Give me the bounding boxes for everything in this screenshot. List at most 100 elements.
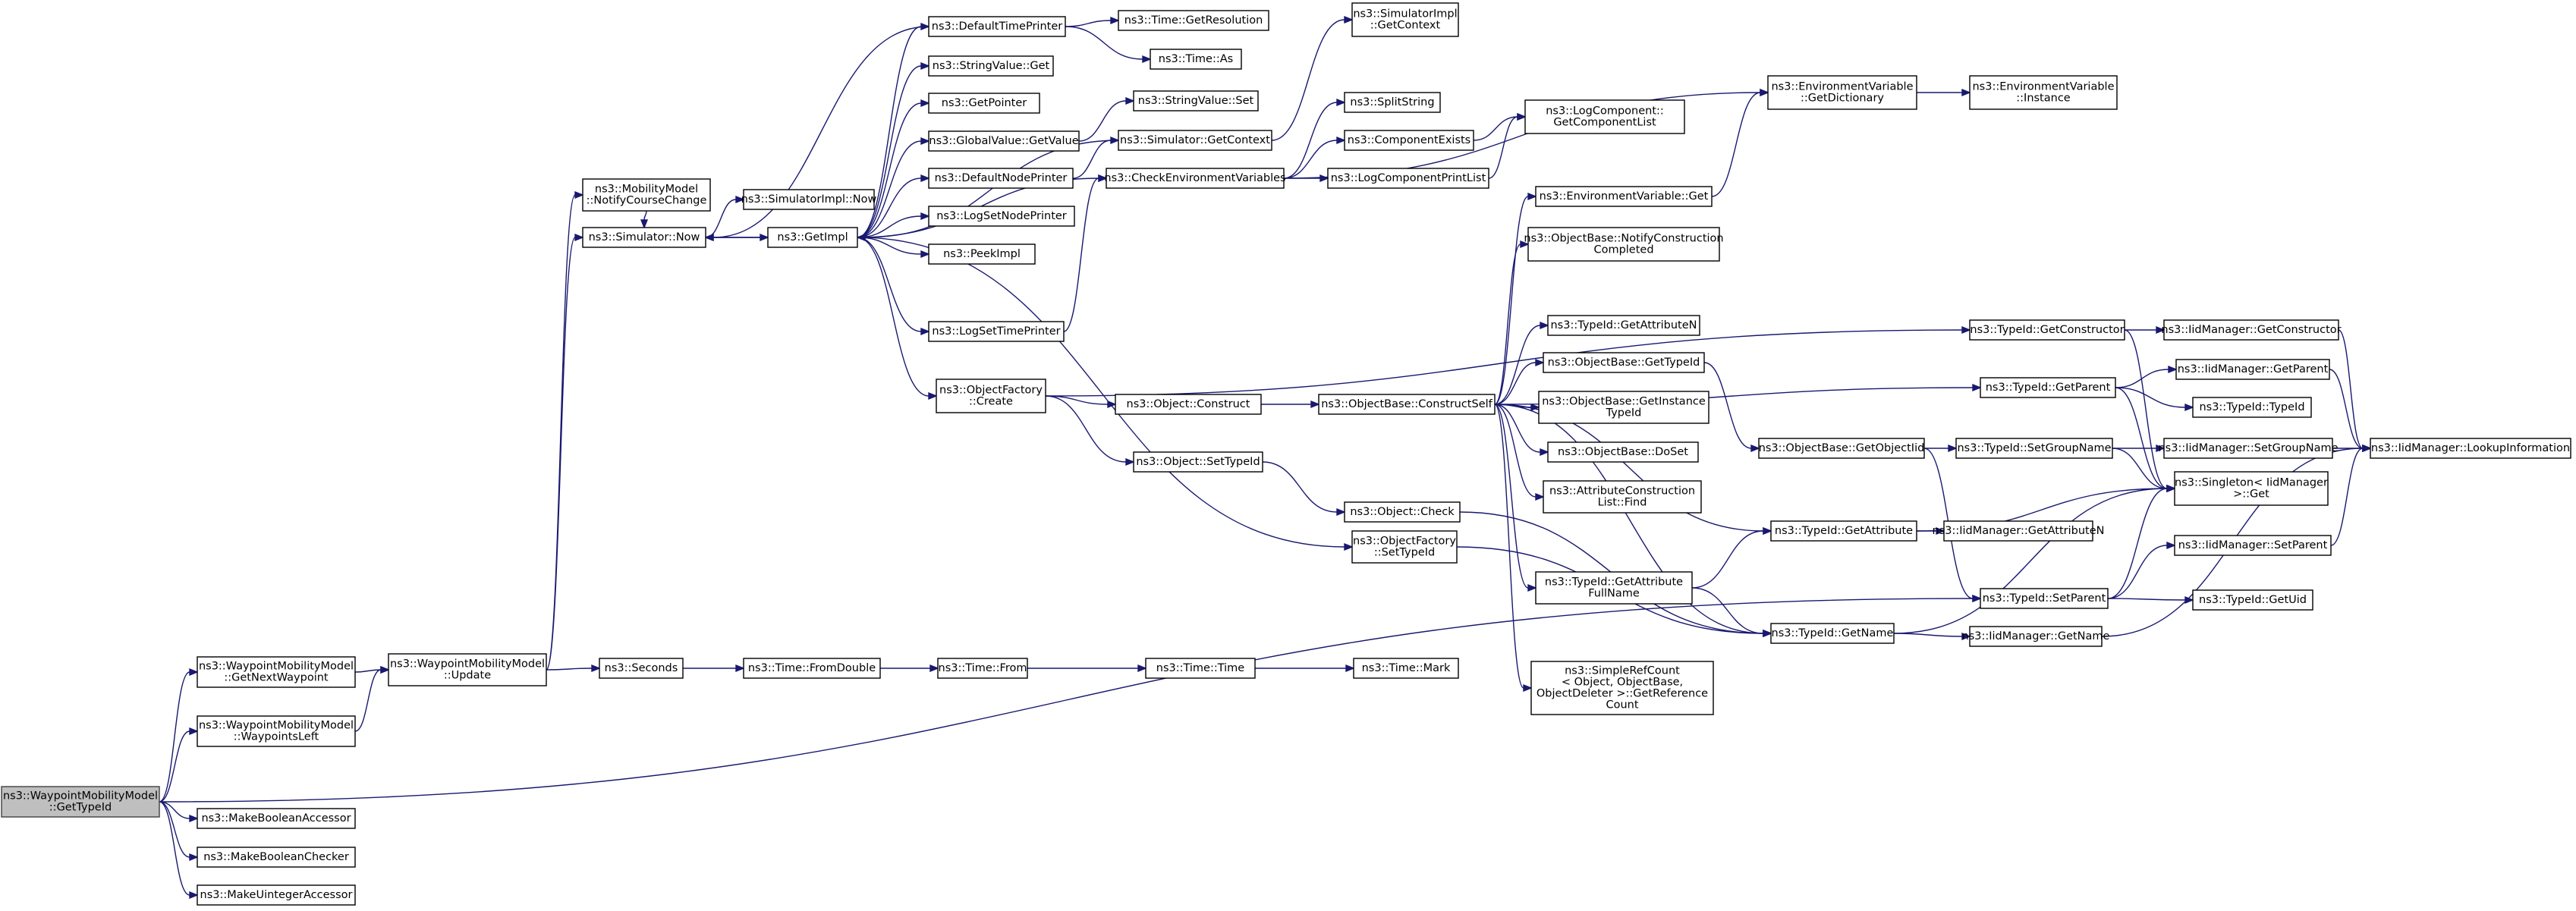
node-box	[2192, 397, 2312, 418]
edge-line	[1893, 488, 2168, 634]
arrowhead-icon	[189, 853, 199, 862]
node-iidgetconstructor[interactable]: ns3::IidManager::GetConstructor	[2161, 319, 2342, 341]
node-label: ns3::IidManager::GetParent	[2178, 363, 2329, 375]
node-checkenv[interactable]: ns3::CheckEnvironmentVariables	[1104, 168, 1286, 189]
edge-getimpl-to-strvalget	[857, 61, 930, 238]
node-objconstruct[interactable]: ns3::Object::Construct	[1115, 394, 1262, 415]
arrowhead-icon	[574, 190, 584, 199]
node-mkuintacc[interactable]: ns3::MakeUintegerAccessor	[197, 884, 356, 906]
node-logsettp[interactable]: ns3::LogSetTimePrinter	[928, 321, 1065, 342]
node-box	[928, 168, 1074, 189]
node-update[interactable]: ns3::WaypointMobilityModel::Update	[388, 653, 547, 686]
node-compexists[interactable]: ns3::ComponentExists	[1344, 130, 1474, 151]
edge-line	[1703, 362, 1752, 449]
arrowhead-icon	[2166, 484, 2176, 493]
node-fromdouble[interactable]: ns3::Time::FromDouble	[743, 658, 881, 679]
node-wpleft[interactable]: ns3::WaypointMobilityModel::WaypointsLef…	[197, 715, 356, 747]
node-getnextwp[interactable]: ns3::WaypointMobilityModel::GetNextWaypo…	[197, 656, 356, 688]
edge-envget-to-envgetdict	[1711, 88, 1769, 197]
node-label: ns3::Simulator::GetContext	[1120, 134, 1270, 146]
node-getpointer[interactable]: ns3::GetPointer	[928, 93, 1040, 114]
node-singletonget[interactable]: ns3::Singleton< IidManager>::Get	[2174, 471, 2329, 506]
node-mkboolacc[interactable]: ns3::MakeBooleanAccessor	[197, 808, 356, 829]
node-tidgetattr[interactable]: ns3::TypeId::GetAttribute	[1770, 520, 1917, 542]
edge-line	[159, 671, 190, 803]
node-box	[197, 847, 356, 868]
node-obnotifycc[interactable]: ns3::ObjectBase::NotifyConstructionCompl…	[1524, 227, 1724, 262]
node-simplerefcount[interactable]: ns3::SimpleRefCount< Object, ObjectBase,…	[1530, 661, 1714, 715]
node-timetime[interactable]: ns3::Time::Time	[1145, 658, 1256, 679]
node-label: ns3::Singleton< IidManager	[2175, 477, 2328, 489]
node-label: ns3::EnvironmentVariable	[1972, 81, 2114, 93]
node-timefrom[interactable]: ns3::Time::From	[937, 658, 1028, 679]
node-gvgetvalue[interactable]: ns3::GlobalValue::GetValue	[928, 130, 1080, 152]
node-objcheck[interactable]: ns3::Object::Check	[1344, 501, 1461, 523]
node-simnow[interactable]: ns3::Simulator::Now	[582, 227, 706, 248]
node-label: ns3::Time::Mark	[1362, 662, 1451, 674]
arrowhead-icon	[2168, 365, 2178, 374]
node-iidsetgroupname[interactable]: ns3::IidManager::SetGroupName	[2158, 438, 2339, 459]
node-logcompgetlist[interactable]: ns3::LogComponent::GetComponentList	[1524, 99, 1685, 134]
node-iidlookup[interactable]: ns3::IidManager::LookupInformation	[2370, 438, 2571, 459]
node-simgetctx[interactable]: ns3::Simulator::GetContext	[1118, 130, 1272, 151]
node-iidgetattrn[interactable]: ns3::IidManager::GetAttributeN	[1932, 520, 2105, 542]
node-tidgetattrn[interactable]: ns3::TypeId::GetAttributeN	[1547, 315, 1700, 336]
arrowhead-icon	[1110, 16, 1120, 25]
arrowhead-icon	[189, 727, 199, 736]
node-tidgetuid[interactable]: ns3::TypeId::GetUid	[2192, 589, 2313, 611]
node-obdoset[interactable]: ns3::ObjectBase::DoSet	[1547, 441, 1699, 463]
node-notifycc[interactable]: ns3::MobilityModel::NotifyCourseChange	[582, 178, 711, 212]
node-getimpl[interactable]: ns3::GetImpl	[767, 227, 858, 248]
arrowhead-icon	[1107, 400, 1117, 409]
node-getres[interactable]: ns3::Time::GetResolution	[1118, 10, 1269, 31]
node-objfcreate[interactable]: ns3::ObjectFactory::Create	[936, 379, 1046, 413]
node-root[interactable]: ns3::WaypointMobilityModel::GetTypeId	[1, 786, 160, 818]
node-iidgetparent[interactable]: ns3::IidManager::GetParent	[2175, 359, 2330, 380]
node-logsetnp[interactable]: ns3::LogSetNodePrinter	[928, 206, 1075, 227]
node-label: ns3::WaypointMobilityModel	[199, 720, 354, 732]
node-deftp[interactable]: ns3::DefaultTimePrinter	[928, 16, 1066, 37]
node-simimplnow[interactable]: ns3::SimulatorImpl::Now	[741, 189, 877, 210]
node-mkboolchk[interactable]: ns3::MakeBooleanChecker	[197, 847, 356, 868]
node-tidgetparent[interactable]: ns3::TypeId::GetParent	[1980, 377, 2116, 398]
node-tidsetgroupname[interactable]: ns3::TypeId::SetGroupName	[1955, 438, 2113, 459]
node-defnp[interactable]: ns3::DefaultNodePrinter	[928, 168, 1074, 189]
node-obgettypeid[interactable]: ns3::ObjectBase::GetTypeId	[1543, 352, 1705, 373]
node-peekimpl[interactable]: ns3::PeekImpl	[928, 243, 1036, 265]
edge-line	[1065, 26, 1143, 60]
node-box	[1980, 377, 2116, 398]
node-objfsettypeid[interactable]: ns3::ObjectFactory::SetTypeId	[1351, 530, 1458, 564]
node-envget[interactable]: ns3::EnvironmentVariable::Get	[1535, 186, 1713, 207]
node-strvalget[interactable]: ns3::StringValue::Get	[928, 55, 1054, 77]
node-splitstring[interactable]: ns3::SplitString	[1344, 92, 1441, 113]
node-iidsetparent[interactable]: ns3::IidManager::SetParent	[2174, 535, 2332, 556]
node-envgetdict[interactable]: ns3::EnvironmentVariable::GetDictionary	[1767, 75, 1917, 110]
edge-line	[2329, 369, 2364, 449]
node-timemark[interactable]: ns3::Time::Mark	[1353, 658, 1459, 679]
edge-fromdouble-to-timefrom	[880, 664, 939, 673]
arrowhead-icon	[2184, 403, 2194, 412]
node-obgetobjtid[interactable]: ns3::ObjectBase::GetObjectIid	[1758, 438, 1925, 459]
node-objsettypeid[interactable]: ns3::Object::SetTypeId	[1133, 451, 1263, 473]
node-label: ns3::MakeBooleanChecker	[203, 851, 349, 863]
node-tidtypeid[interactable]: ns3::TypeId::TypeId	[2192, 397, 2312, 418]
node-label: GetComponentList	[1553, 117, 1656, 129]
node-simimplgetctx[interactable]: ns3::SimulatorImpl::GetContext	[1351, 2, 1459, 37]
node-tidsetparent[interactable]: ns3::TypeId::SetParent	[1980, 588, 2109, 609]
node-seconds[interactable]: ns3::Seconds	[599, 658, 684, 679]
node-box	[936, 379, 1046, 413]
edge-getimpl-to-objfcreate	[857, 237, 938, 401]
node-timeas[interactable]: ns3::Time::As	[1150, 49, 1242, 70]
node-logcompprint[interactable]: ns3::LogComponentPrintList	[1327, 168, 1489, 189]
node-tidgetconstructor[interactable]: ns3::TypeId::GetConstructor	[1969, 319, 2125, 341]
node-strvalset[interactable]: ns3::StringValue::Set	[1133, 90, 1259, 112]
node-label: ns3::ObjectBase::GetObjectIid	[1759, 442, 1925, 454]
node-tidgetname[interactable]: ns3::TypeId::GetName	[1770, 623, 1895, 644]
node-envinstance[interactable]: ns3::EnvironmentVariable::Instance	[1969, 75, 2118, 110]
arrowhead-icon	[1535, 358, 1545, 367]
node-obconstructself[interactable]: ns3::ObjectBase::ConstructSelf	[1318, 394, 1496, 415]
node-iidgetname[interactable]: ns3::IidManager::GetName	[1962, 626, 2110, 647]
